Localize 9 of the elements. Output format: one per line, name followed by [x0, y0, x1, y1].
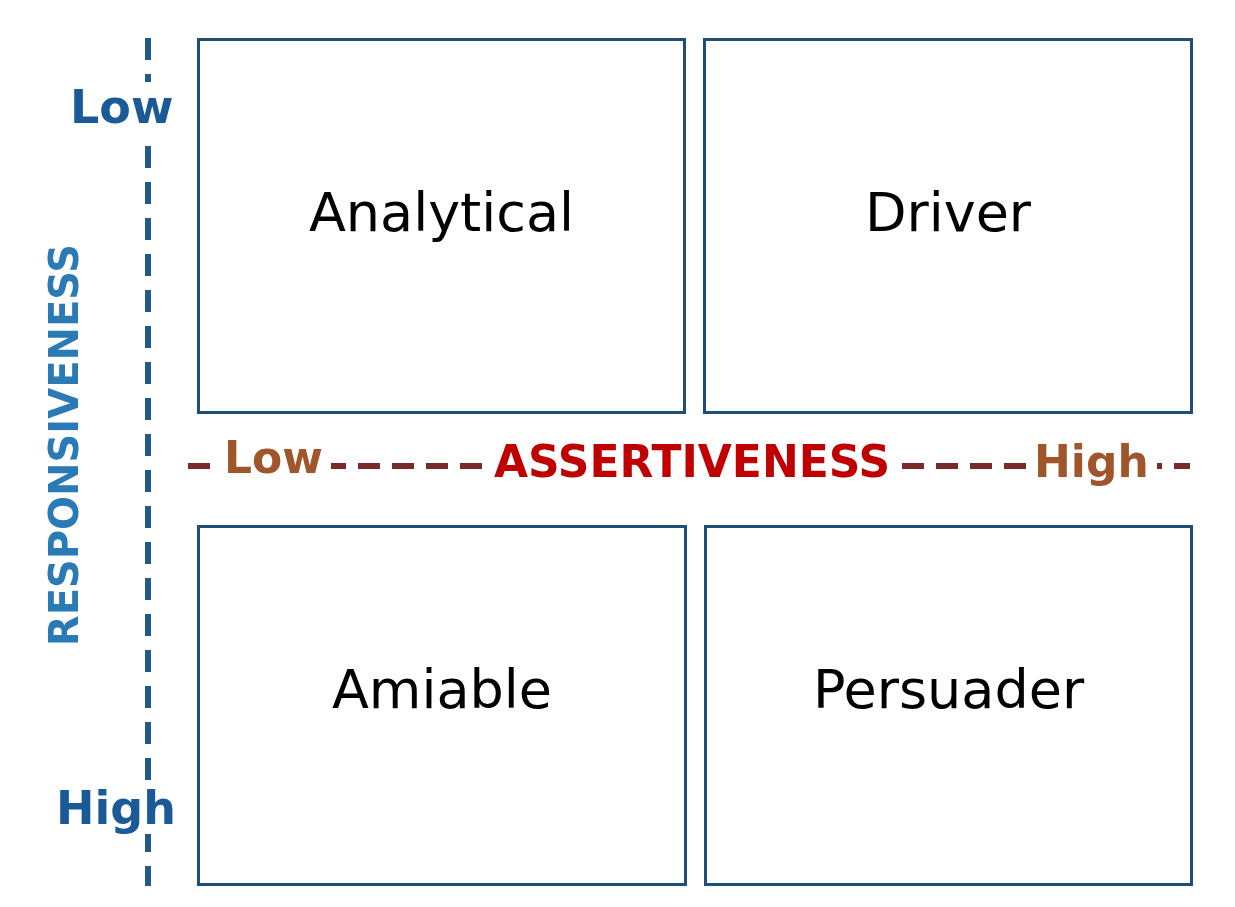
quadrant-label: Amiable: [330, 658, 554, 721]
quadrant-label: Analytical: [307, 181, 576, 244]
quadrant-box: [197, 525, 687, 886]
quadrant-box: [197, 38, 686, 414]
axis-title: RESPONSIVENESS: [42, 243, 87, 647]
quadrant-box: [704, 525, 1193, 886]
quadrant-box: [703, 38, 1193, 414]
quadrant-label: Driver: [863, 181, 1033, 244]
quadrant-label: Persuader: [811, 658, 1086, 721]
